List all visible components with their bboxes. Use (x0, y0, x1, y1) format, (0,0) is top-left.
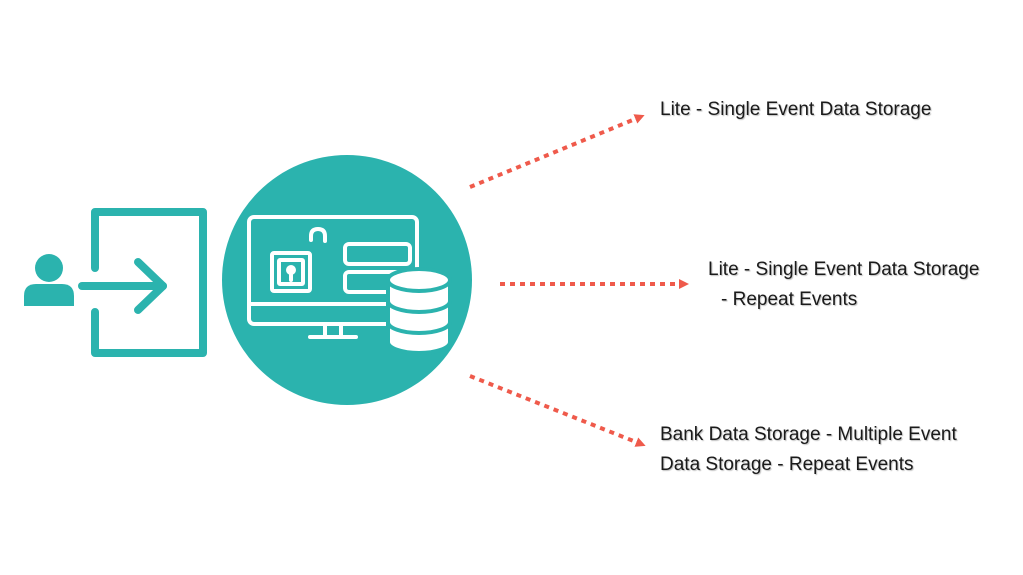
user-icon (24, 254, 74, 306)
output-label-bank-storage: Bank Data Storage - Multiple Event Data … (660, 420, 957, 480)
output-label-line: Bank Data Storage - Multiple Event (660, 424, 957, 445)
login-arrow-icon (78, 208, 207, 357)
output-label-line: - Repeat Events (721, 289, 858, 310)
arrow-to-bank-storage (469, 374, 646, 447)
output-label-line: Data Storage - Repeat Events (660, 454, 914, 475)
output-label-lite-repeat: Lite - Single Event Data Storage - Repea… (708, 255, 979, 315)
output-label-line: Lite - Single Event Data Storage (708, 259, 980, 280)
output-label-line: Lite - Single Event Data Storage (660, 99, 932, 120)
database-icon (386, 267, 452, 355)
arrow-to-lite-single (469, 114, 645, 189)
output-label-lite-single: Lite - Single Event Data Storage (660, 95, 931, 125)
